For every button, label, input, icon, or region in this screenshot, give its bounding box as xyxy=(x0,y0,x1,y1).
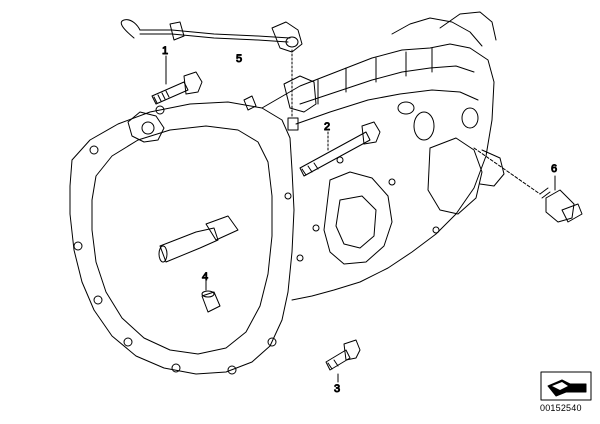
sensor-connector xyxy=(561,203,583,223)
sleeve-body xyxy=(201,291,221,313)
part-1-bolt xyxy=(151,55,203,105)
body-bolt xyxy=(312,224,320,232)
flange-boss xyxy=(171,363,181,373)
flange-boss xyxy=(89,145,99,155)
stud-thread xyxy=(301,162,319,176)
sensor-thread xyxy=(539,187,551,199)
flange-boss xyxy=(267,337,277,347)
part-4-dowel-sleeve xyxy=(201,279,221,313)
side-boss xyxy=(413,111,435,141)
callout-3: 3 xyxy=(334,383,340,395)
input-shaft-spline xyxy=(205,215,239,241)
gearbox-tail-lower xyxy=(439,11,497,41)
breather-fitting xyxy=(243,95,257,111)
flange-boss xyxy=(73,241,83,251)
bell-housing-flange xyxy=(69,101,295,375)
part-3-bolt xyxy=(325,339,361,383)
bolt-head xyxy=(343,339,361,361)
callout-1: 1 xyxy=(162,45,168,57)
side-boss xyxy=(397,101,415,115)
part-2-long-bolt xyxy=(299,121,381,177)
callout-6: 6 xyxy=(551,163,557,175)
catalog-reference-icon xyxy=(540,371,592,401)
part-6-sensor xyxy=(473,147,583,223)
strap-ring-terminal xyxy=(285,36,299,48)
bolt-thread xyxy=(153,90,170,104)
strap-hook xyxy=(120,19,141,39)
shift-housing xyxy=(283,75,317,113)
strap-connector xyxy=(271,21,303,53)
body-bolt xyxy=(284,192,292,200)
strap-cable xyxy=(139,29,291,39)
body-bolt xyxy=(388,178,396,186)
flange-boss xyxy=(155,105,165,115)
body-bolt xyxy=(432,226,440,234)
flange-boss xyxy=(93,295,103,305)
body-bolt xyxy=(336,156,344,164)
gearbox-rib xyxy=(317,47,433,105)
upper-mount-hole xyxy=(141,121,155,135)
input-shaft xyxy=(159,227,219,263)
bolt-head xyxy=(183,71,203,95)
gearbox-tail-upper xyxy=(391,17,483,47)
lower-casting xyxy=(323,171,393,265)
input-shaft-tip xyxy=(158,245,168,263)
strap-clamp xyxy=(169,21,185,41)
flange-boss xyxy=(123,337,133,347)
gearbox-top-ridge-2 xyxy=(295,89,479,125)
catalog-icon-highlight xyxy=(552,382,568,390)
sensor-install-line xyxy=(473,147,541,195)
catalog-code-label: 00152540 xyxy=(540,403,582,413)
stud-shank xyxy=(299,131,371,177)
bolt-thread xyxy=(327,359,339,370)
rear-bracket xyxy=(427,137,483,215)
callout-5: 5 xyxy=(236,53,242,65)
stud-head xyxy=(361,121,381,145)
gearbox-top-ridge xyxy=(299,65,475,105)
callout-4: 4 xyxy=(202,271,208,283)
upper-mount-lug xyxy=(127,111,165,143)
bell-housing-inner-rim xyxy=(91,125,273,355)
body-bolt xyxy=(296,254,304,262)
gearbox-body xyxy=(261,43,495,301)
bolt-shank xyxy=(151,81,189,105)
bolt-shank xyxy=(325,349,351,371)
callout-2: 2 xyxy=(324,121,330,133)
sleeve-end xyxy=(201,290,215,298)
lower-casting-detail xyxy=(335,195,377,249)
flange-boss xyxy=(227,365,237,375)
rear-bracket-2 xyxy=(479,149,505,187)
side-boss xyxy=(461,107,479,129)
part-5-ground-strap xyxy=(120,19,303,119)
sensor-body xyxy=(545,189,575,223)
transmission-housing xyxy=(69,11,505,375)
shift-housing-plug xyxy=(287,117,299,131)
strap-cable-2 xyxy=(139,33,289,43)
